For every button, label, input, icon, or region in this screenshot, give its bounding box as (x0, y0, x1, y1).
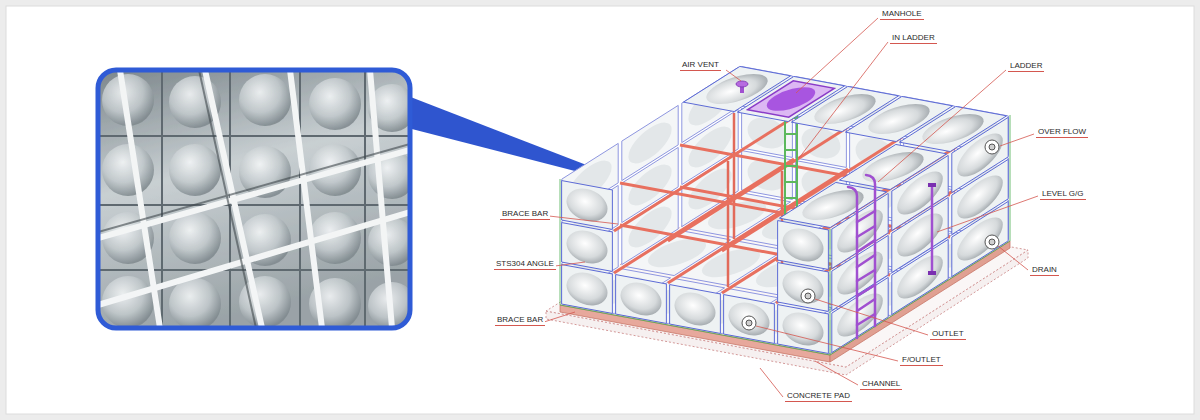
part-label: CHANNEL (860, 379, 902, 390)
part-label: DRAIN (1030, 265, 1059, 276)
part-label: IN LADDER (890, 33, 937, 44)
roof (563, 66, 1006, 227)
inset-frame (98, 70, 410, 328)
front-wall (562, 181, 829, 354)
tank-edge (560, 115, 1010, 355)
part-label: CONCRETE PAD (785, 391, 852, 402)
part-label: OUTLET (930, 329, 966, 340)
part-label: OVER FLOW (1036, 127, 1088, 138)
pipe-fitting (742, 140, 999, 330)
inset-photo (98, 70, 410, 328)
page-ground (6, 6, 1194, 414)
part-label: LADDER (1008, 61, 1044, 72)
air-vent (736, 81, 748, 93)
part-label: LEVEL G/G (1040, 189, 1086, 200)
part-label: AIR VENT (680, 60, 721, 71)
part-label: STS304 ANGLE (494, 259, 556, 270)
level-gauge (928, 183, 936, 275)
leader-line (544, 18, 1038, 397)
part-label: BRACE BAR (495, 315, 545, 326)
part-label: F/OUTLET (900, 355, 943, 366)
part-label: MANHOLE (880, 9, 924, 20)
right-wall (832, 117, 1008, 352)
zoom-wedge (408, 96, 602, 178)
part-label: BRACE BAR (500, 209, 550, 220)
